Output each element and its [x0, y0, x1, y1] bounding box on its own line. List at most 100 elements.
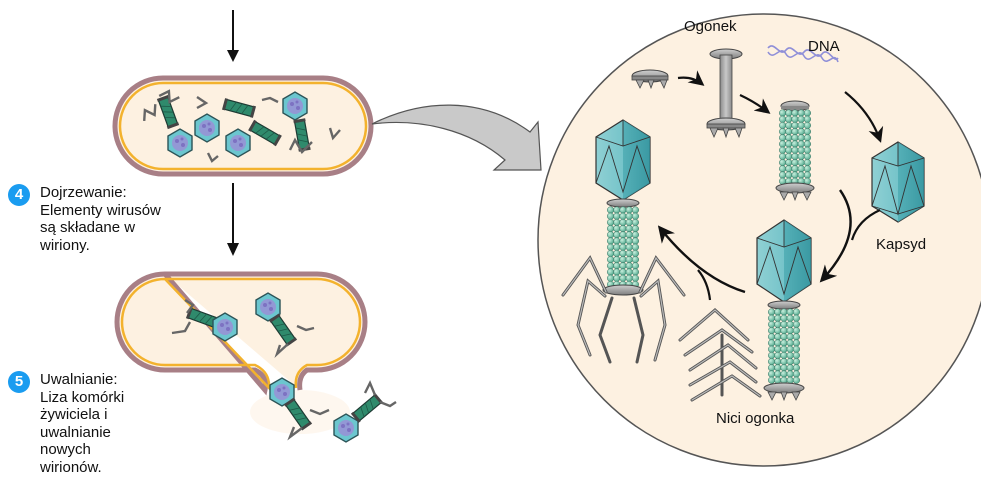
label-dna: DNA [808, 38, 840, 55]
sheath-bead [607, 206, 615, 214]
sheath-bead [797, 140, 805, 148]
sheath-bead [803, 152, 811, 160]
sheath-bead [779, 121, 787, 129]
sheath-bead [797, 121, 805, 129]
sheath-bead [625, 262, 633, 270]
sheath-bead [607, 212, 615, 220]
sheath-bead [797, 134, 805, 142]
sheath-bead [791, 146, 799, 154]
tail-fibers-part [678, 307, 762, 402]
sheath-bead [786, 314, 794, 322]
sheath-bead [780, 327, 788, 335]
sheath-bead [792, 351, 800, 359]
sheath-bead [768, 308, 776, 316]
sheath-bead [779, 165, 787, 173]
sheath-bead [607, 243, 615, 251]
sheathed-tail-baseplate [775, 182, 815, 202]
sheath-bead [791, 140, 799, 148]
sheath-bead [792, 333, 800, 341]
sheath-bead [792, 345, 800, 353]
sheath-bead [631, 237, 639, 245]
sheath-bead [625, 206, 633, 214]
label-tail: Ogonek [684, 18, 737, 35]
sheath-bead [785, 115, 793, 123]
sheath-bead [607, 218, 615, 226]
sheath-bead [780, 345, 788, 353]
sheath-bead [780, 308, 788, 316]
baseplate-part [631, 69, 669, 90]
sheath-bead [619, 212, 627, 220]
sheath-bead [779, 109, 787, 117]
sheath-bead [792, 376, 800, 384]
sheath-bead [768, 358, 776, 366]
sheath-bead [780, 339, 788, 347]
sheath-bead [774, 370, 782, 378]
sheath-bead [625, 237, 633, 245]
sheath-bead [768, 351, 776, 359]
sheath-bead [768, 376, 776, 384]
sheath-bead [803, 115, 811, 123]
sheath-bead [786, 358, 794, 366]
sheath-bead [613, 212, 621, 220]
sheath-bead [619, 218, 627, 226]
sheath-bead [803, 140, 811, 148]
sheath-bead [780, 364, 788, 372]
sheath-bead [797, 115, 805, 123]
sheath-bead [619, 249, 627, 257]
sheath-bead [797, 146, 805, 154]
sheath-bead [785, 152, 793, 160]
sheath-bead [780, 351, 788, 359]
sheath-bead [607, 256, 615, 264]
sheath-bead [613, 206, 621, 214]
sheath-bead [619, 274, 627, 282]
sheath-bead [791, 115, 799, 123]
sheath-bead [768, 364, 776, 372]
sheath-bead [779, 171, 787, 179]
step-description: Liza komórki żywiciela i uwalnianie nowy… [40, 388, 125, 476]
sheath-bead [774, 320, 782, 328]
sheath-bead [786, 308, 794, 316]
sheath-bead [631, 225, 639, 233]
host-cell-maturation [112, 75, 374, 177]
sheath-bead [803, 165, 811, 173]
sheath-bead [780, 358, 788, 366]
sheath-bead [785, 146, 793, 154]
sheath-bead [779, 146, 787, 154]
sheath-bead [792, 308, 800, 316]
sheath-bead [613, 249, 621, 257]
sheath-bead [780, 320, 788, 328]
sheath-bead [785, 121, 793, 129]
sheath-bead [779, 159, 787, 167]
sheath-bead [791, 121, 799, 129]
sheath-bead [792, 370, 800, 378]
step-4-maturation: 4 Dojrzewanie: Elementy wirusów są skład… [8, 184, 161, 254]
sheath-bead [780, 370, 788, 378]
sheath-bead [631, 256, 639, 264]
sheath-bead [625, 218, 633, 226]
tail-sheath-beads [779, 109, 811, 185]
sheath-bead [631, 268, 639, 276]
sheath-bead [774, 345, 782, 353]
phage-without-fibers [756, 219, 812, 402]
sheath-bead [779, 140, 787, 148]
sheath-bead [774, 351, 782, 359]
step-5-release: 5 Uwalnianie: Liza komórki żywiciela i u… [8, 371, 124, 476]
sheath-bead [785, 134, 793, 142]
sheath-bead [803, 171, 811, 179]
sheath-bead [619, 225, 627, 233]
sheath-bead [792, 339, 800, 347]
sheath-bead [780, 333, 788, 341]
sheath-bead [785, 159, 793, 167]
sheath-bead [631, 212, 639, 220]
sheath-bead [613, 268, 621, 276]
sheath-bead [786, 320, 794, 328]
sheath-bead [768, 314, 776, 322]
host-cell-lysis [114, 271, 397, 443]
sheath-bead [619, 256, 627, 264]
sheath-bead [779, 134, 787, 142]
sheath-bead [625, 249, 633, 257]
sheath-bead [631, 249, 639, 257]
sheath-bead [613, 218, 621, 226]
sheath-bead [786, 339, 794, 347]
